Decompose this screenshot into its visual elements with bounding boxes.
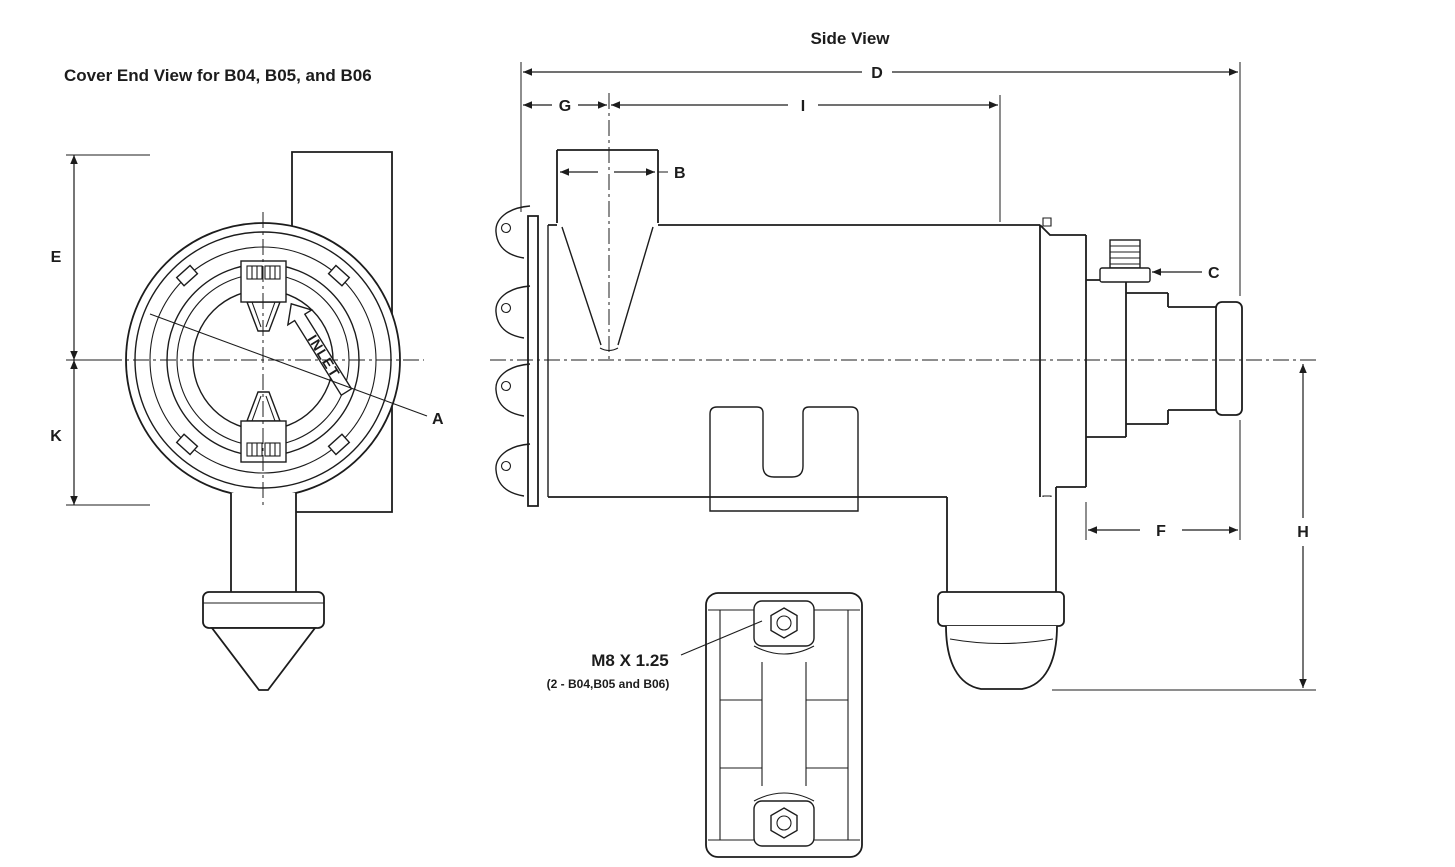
outlet-assembly bbox=[1086, 279, 1243, 438]
dim-label-a: A bbox=[432, 411, 444, 428]
dim-label-f: F bbox=[1156, 523, 1166, 540]
dimension-d: D bbox=[520, 62, 1241, 296]
mounting-pad-profile bbox=[709, 406, 859, 512]
dimension-f: F bbox=[1085, 420, 1241, 540]
dust-ejector-cone bbox=[210, 627, 317, 691]
bracket-outline bbox=[705, 592, 863, 858]
clamp-band-lugs bbox=[1042, 217, 1052, 505]
side-cover-plates bbox=[527, 215, 549, 507]
side-view-title: Side View bbox=[810, 29, 890, 48]
dimension-i: I bbox=[611, 95, 1001, 222]
dimension-a: A bbox=[149, 313, 444, 428]
leader-line-a bbox=[149, 313, 428, 417]
thread-spec-callout: M8 X 1.25 (2 - B04,B05 and B06) bbox=[547, 620, 763, 691]
inlet-tube bbox=[556, 149, 659, 352]
cover-end-view-title: Cover End View for B04, B05, and B06 bbox=[64, 66, 372, 85]
bracket-hex-nut-top bbox=[770, 607, 798, 639]
side-cover-latches bbox=[495, 205, 531, 497]
filter-body bbox=[548, 224, 1087, 498]
threaded-port-fitting bbox=[1099, 239, 1151, 283]
dimension-h: H bbox=[1052, 364, 1316, 691]
dimension-g: G bbox=[523, 98, 607, 115]
thread-spec-label: M8 X 1.25 bbox=[591, 651, 669, 670]
dim-label-h: H bbox=[1297, 524, 1309, 541]
dim-label-e: E bbox=[51, 249, 62, 266]
dimension-c: C bbox=[1152, 265, 1220, 282]
thread-spec-note: (2 - B04,B05 and B06) bbox=[547, 677, 670, 691]
mounting-bracket-bottom-view: M8 X 1.25 (2 - B04,B05 and B06) bbox=[547, 592, 863, 858]
dim-label-b: B bbox=[674, 165, 686, 182]
cover-end-view: Cover End View for B04, B05, and B06 bbox=[50, 66, 444, 691]
dim-label-d: D bbox=[871, 65, 883, 82]
cover-bolt-tabs bbox=[175, 264, 351, 456]
thread-spec-leader bbox=[680, 620, 763, 656]
dim-label-g: G bbox=[559, 98, 571, 115]
dim-label-k: K bbox=[50, 428, 62, 445]
dust-valve bbox=[937, 487, 1065, 690]
dimension-k: K bbox=[50, 360, 78, 505]
dim-label-c: C bbox=[1208, 265, 1220, 282]
dim-label-i: I bbox=[801, 98, 805, 115]
dust-ejector bbox=[202, 493, 325, 691]
outlet-end-bead bbox=[1215, 301, 1243, 416]
dimension-b: B bbox=[560, 165, 686, 182]
bracket-hex-nut-bottom bbox=[770, 807, 798, 839]
side-view: Side View bbox=[490, 29, 1318, 691]
dust-valve-dome bbox=[945, 625, 1058, 690]
